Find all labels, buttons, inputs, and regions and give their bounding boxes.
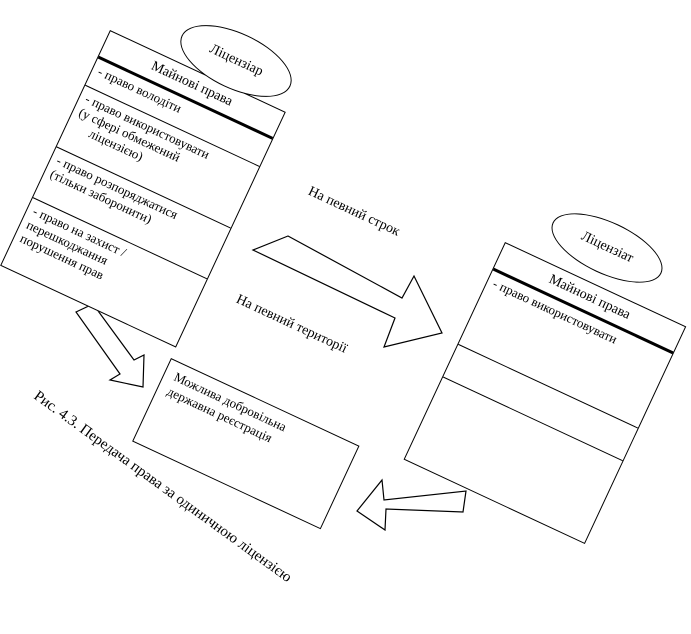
- registration-arrow: [75, 303, 145, 388]
- transfer-arrow: [251, 235, 443, 348]
- return-arrow: [356, 478, 467, 532]
